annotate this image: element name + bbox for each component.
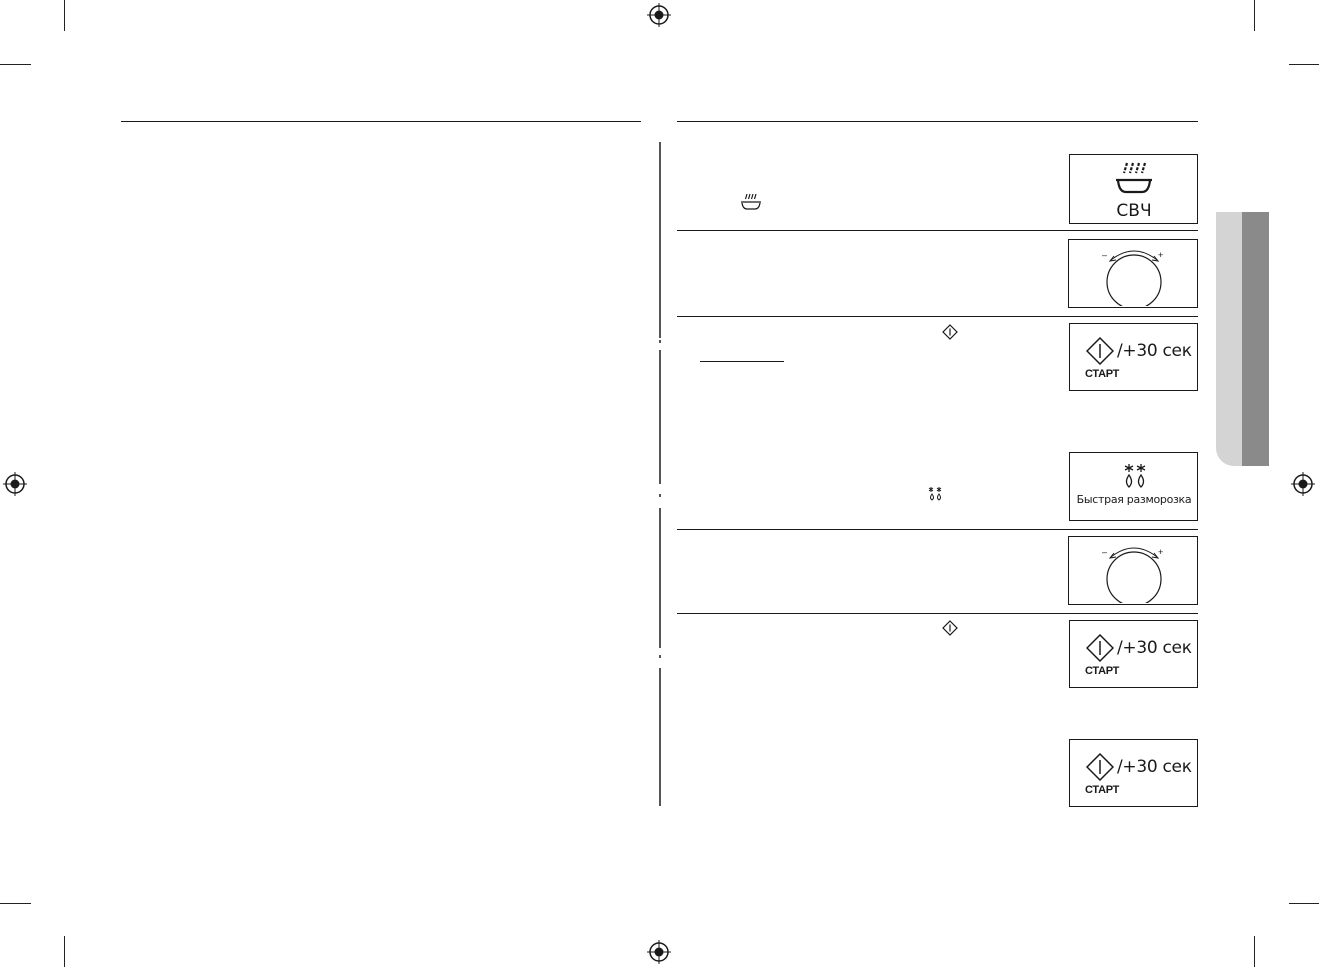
- registration-mark-icon: [1291, 472, 1315, 496]
- crop-mark-tl-v: [64, 0, 65, 31]
- registration-mark-icon: [647, 3, 671, 27]
- left-column-header-rule: [121, 121, 641, 122]
- start-button-panel: /+30 сек СТАРТ: [1069, 323, 1198, 391]
- dial-knob-icon: [1106, 250, 1162, 306]
- crop-mark-br-h: [1289, 903, 1319, 904]
- start-diamond-icon: [1086, 337, 1114, 365]
- start-label: СТАРТ: [1085, 665, 1120, 677]
- dial-knob-icon: [1106, 547, 1162, 603]
- divider-dot: [659, 655, 661, 658]
- microwave-mode-label: СВЧ: [1116, 201, 1152, 221]
- dial-panel: – +: [1068, 239, 1198, 308]
- dial-minus-label: –: [1102, 547, 1108, 557]
- start-diamond-icon: [1086, 634, 1114, 662]
- plus-30-sec-label: /+30 сек: [1117, 757, 1192, 777]
- crop-mark-bl-v: [64, 936, 65, 967]
- crop-mark-tr-h: [1289, 64, 1319, 65]
- column-divider: [659, 508, 661, 648]
- microwave-mode-icon: [1116, 162, 1152, 194]
- registration-mark-icon: [647, 940, 671, 964]
- start-label: СТАРТ: [1085, 784, 1120, 796]
- step-separator: [677, 230, 1198, 231]
- quick-defrost-panel: Быстрая разморозка: [1069, 452, 1198, 521]
- dial-plus-label: +: [1158, 547, 1164, 557]
- crop-mark-tr-v: [1254, 0, 1255, 31]
- plus-30-sec-label: /+30 сек: [1117, 638, 1192, 658]
- step-separator: [677, 529, 1198, 530]
- crop-mark-tl-h: [0, 64, 31, 65]
- underline-mark: [700, 361, 784, 362]
- divider-dot: [659, 494, 661, 497]
- section-tab-dark: [1242, 212, 1269, 466]
- start-label: СТАРТ: [1085, 368, 1120, 380]
- step-separator: [677, 613, 1198, 614]
- start-button-panel: /+30 сек СТАРТ: [1069, 739, 1198, 807]
- dial-plus-label: +: [1158, 250, 1164, 260]
- divider-dot: [659, 340, 661, 343]
- defrost-icon: [1124, 464, 1146, 488]
- dial-minus-label: –: [1102, 250, 1108, 260]
- right-column-header-rule: [677, 121, 1198, 122]
- defrost-icon: [928, 487, 942, 501]
- microwave-mode-icon: [741, 193, 761, 210]
- start-diamond-icon: [1086, 753, 1114, 781]
- microwave-mode-panel: СВЧ: [1069, 154, 1198, 224]
- column-divider: [659, 350, 661, 484]
- plus-30-sec-label: /+30 сек: [1117, 341, 1192, 361]
- crop-mark-br-v: [1254, 936, 1255, 967]
- quick-defrost-label: Быстрая разморозка: [1076, 493, 1192, 506]
- section-tab-light: [1216, 212, 1242, 466]
- dial-panel: – +: [1068, 536, 1198, 605]
- start-diamond-icon: [942, 620, 958, 636]
- registration-mark-icon: [3, 472, 27, 496]
- step-separator: [677, 316, 1198, 317]
- column-divider: [659, 668, 661, 806]
- crop-mark-bl-h: [0, 903, 31, 904]
- column-divider: [659, 142, 661, 338]
- start-diamond-icon: [942, 324, 958, 340]
- start-button-panel: /+30 сек СТАРТ: [1069, 620, 1198, 688]
